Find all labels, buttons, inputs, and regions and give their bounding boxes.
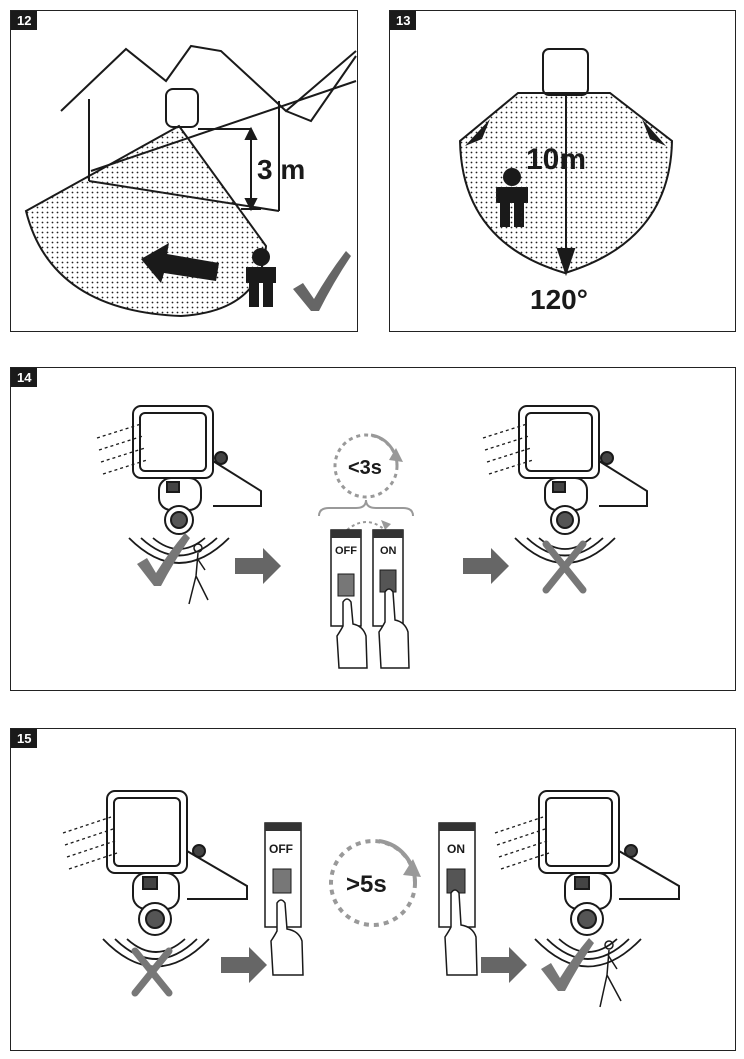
checkmark-icon bbox=[541, 938, 594, 991]
detection-range-diagram: 10m 120° bbox=[458, 48, 674, 315]
panel-12: 12 3 m bbox=[10, 10, 358, 332]
hand-icon bbox=[270, 899, 304, 976]
cross-icon bbox=[542, 540, 587, 594]
checkmark-icon bbox=[293, 251, 351, 311]
arrow-icon bbox=[141, 243, 219, 283]
detection-zone bbox=[24, 124, 268, 318]
switch-off-label: OFF bbox=[335, 545, 357, 557]
switch-on-label: ON bbox=[447, 842, 465, 856]
switch-on-label: ON bbox=[380, 545, 397, 557]
cross-icon bbox=[131, 947, 173, 997]
timer-label: <3s bbox=[348, 457, 382, 479]
arrow-icon bbox=[463, 548, 509, 584]
switch-icon: OFF bbox=[330, 529, 362, 627]
person-icon bbox=[496, 168, 528, 227]
panel-number: 13 bbox=[390, 11, 417, 30]
timer-icon: <3s bbox=[333, 433, 403, 499]
panel-number: 15 bbox=[11, 729, 38, 748]
panel-14: 14 <3s bbox=[10, 367, 736, 691]
hand-icon bbox=[444, 889, 478, 976]
reset-sequence-diagram: <3s OFF ON bbox=[96, 405, 648, 669]
timer-icon: >5s bbox=[329, 839, 421, 927]
light-rays bbox=[494, 816, 550, 870]
arrow-icon bbox=[235, 548, 281, 584]
person-icon bbox=[246, 248, 276, 307]
panel-15: 15 OFF bbox=[10, 728, 736, 1051]
panel-13: 13 10m 120° bbox=[389, 10, 736, 332]
panel-number: 14 bbox=[11, 368, 38, 387]
range-label: 10m bbox=[526, 143, 586, 176]
test-mode-diagram: OFF >5s ON bbox=[62, 790, 680, 1008]
angle-arrows bbox=[465, 119, 666, 146]
floodlight-icon bbox=[106, 790, 248, 936]
arrow-icon bbox=[221, 947, 267, 983]
floodlight-icon bbox=[518, 405, 648, 535]
sensor-icon bbox=[542, 48, 589, 96]
arrow-icon bbox=[481, 947, 527, 983]
sensor-icon bbox=[165, 88, 199, 128]
light-rays bbox=[96, 423, 148, 475]
height-marker bbox=[198, 126, 261, 212]
angle-label: 120° bbox=[530, 284, 588, 315]
range-arrow bbox=[556, 95, 576, 277]
timer-label: >5s bbox=[346, 871, 387, 898]
panel-number: 12 bbox=[11, 11, 38, 30]
light-rays bbox=[62, 816, 118, 870]
mounting-height-diagram: 3 m bbox=[24, 44, 357, 318]
sensor-waves bbox=[514, 537, 616, 564]
person-icon bbox=[188, 543, 209, 605]
floodlight-icon bbox=[538, 790, 680, 936]
hand-icon bbox=[336, 588, 410, 669]
person-icon bbox=[599, 940, 622, 1008]
checkmark-icon bbox=[137, 533, 190, 586]
height-label: 3 m bbox=[257, 154, 305, 185]
switch-off-label: OFF bbox=[269, 842, 293, 856]
light-rays bbox=[482, 423, 534, 475]
floodlight-icon bbox=[132, 405, 262, 535]
